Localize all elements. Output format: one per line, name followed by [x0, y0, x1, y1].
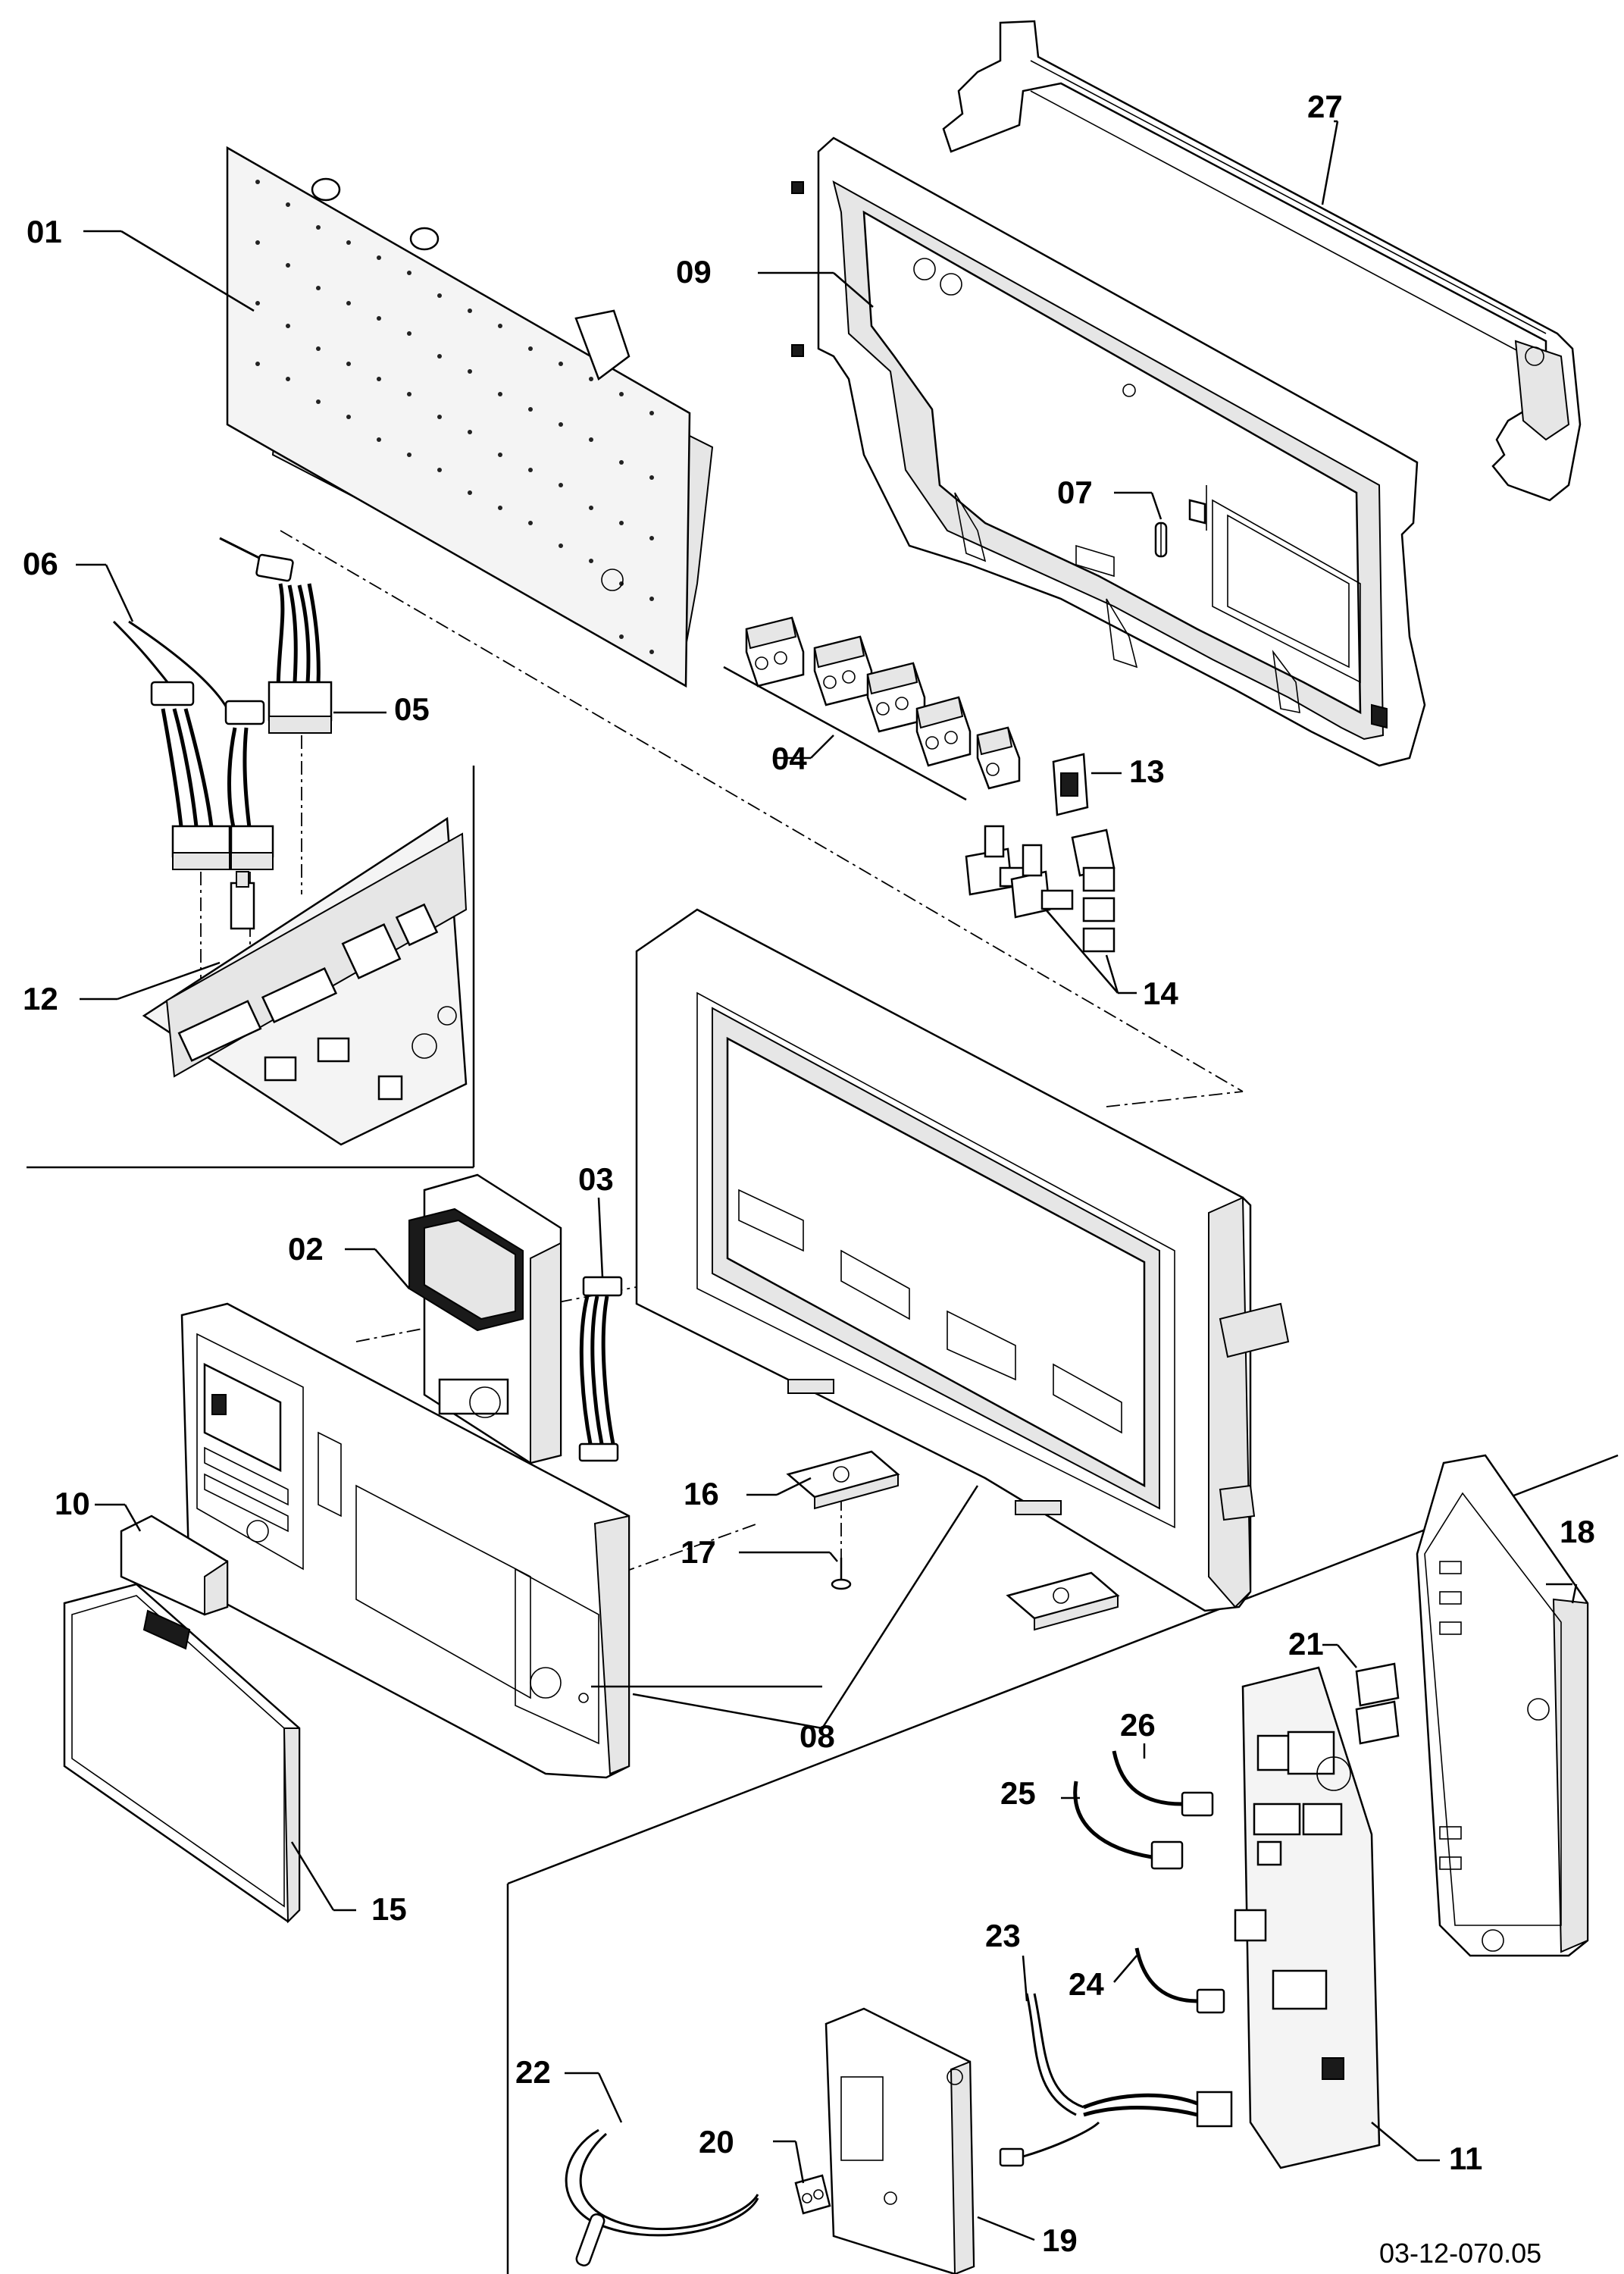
label-19: 19 [1042, 2222, 1078, 2258]
label-04: 04 [771, 741, 807, 776]
label-08: 08 [799, 1718, 835, 1754]
label-03: 03 [578, 1161, 614, 1197]
cable-part-24 [1113, 1947, 1225, 2014]
label-14: 14 [1143, 976, 1178, 1011]
fuse-part-07 [1114, 485, 1207, 558]
bracket-lower-duplicate [1006, 1571, 1120, 1631]
rear-cover-part-27 [942, 20, 1582, 502]
relay-part-21 [1322, 1643, 1400, 1745]
cover-plate-part-19 [825, 2007, 1035, 2274]
rear-frame-part-09 [758, 136, 1426, 767]
cable-part-23 [999, 1955, 1233, 2167]
ribbon-cable-part-03 [578, 1197, 623, 1462]
bracket-part-16 [746, 1450, 900, 1510]
label-16: 16 [684, 1476, 719, 1511]
front-frame-part-08 [632, 908, 1290, 1730]
flap-part-10 [95, 1503, 229, 1616]
control-pcb-part-12 [80, 816, 468, 1146]
label-22: 22 [515, 2054, 551, 2090]
connector-part-20 [773, 2140, 831, 2215]
label-09: 09 [676, 254, 712, 290]
control-panel-bezel [180, 1302, 822, 1779]
front-door-part-15 [63, 1583, 356, 1924]
clip-part-13 [1052, 753, 1122, 816]
terminal-blocks-part-04 [723, 616, 1021, 801]
label-17: 17 [681, 1534, 716, 1570]
cable-part-26 [1112, 1743, 1214, 1817]
rear-box-part-18 [1416, 1454, 1589, 1957]
temperature-sensor-part-22 [565, 2072, 759, 2266]
cable-part-25 [1061, 1781, 1184, 1870]
label-26: 26 [1120, 1707, 1156, 1743]
strain-reliefs-part-14 [965, 825, 1137, 994]
main-pcb-part-01 [83, 146, 714, 688]
label-12: 12 [23, 981, 58, 1016]
label-10: 10 [55, 1486, 90, 1521]
label-27: 27 [1307, 89, 1343, 124]
part-labels: 01 02 03 04 05 06 07 08 09 10 11 12 13 1… [23, 89, 1595, 2258]
label-15: 15 [371, 1891, 407, 1927]
label-06: 06 [23, 546, 58, 581]
label-13: 13 [1129, 753, 1165, 789]
drawing-reference-code: 03-12-070.05 [1379, 2238, 1541, 2269]
label-01: 01 [27, 214, 62, 249]
cable-harness-part-05 [219, 537, 386, 734]
label-24: 24 [1069, 1966, 1104, 2002]
cable-harness-part-06 [76, 563, 274, 870]
label-05: 05 [394, 691, 430, 727]
label-25: 25 [1000, 1775, 1036, 1811]
pcb-dots [255, 180, 654, 654]
label-23: 23 [985, 1918, 1021, 1953]
label-07: 07 [1057, 475, 1093, 510]
label-02: 02 [288, 1231, 324, 1267]
screw-part-17 [739, 1551, 852, 1590]
label-20: 20 [699, 2124, 734, 2160]
label-21: 21 [1288, 1626, 1324, 1662]
display-module-part-02 [345, 1173, 562, 1464]
label-11: 11 [1449, 2141, 1482, 2176]
secondary-pcb-part-11 [1234, 1666, 1440, 2169]
label-18: 18 [1560, 1514, 1595, 1549]
